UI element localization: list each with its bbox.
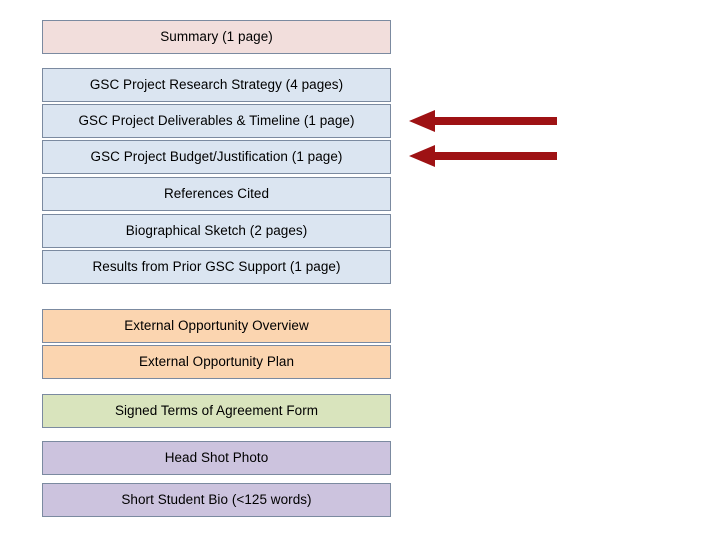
checklist-item-research-strategy[interactable]: GSC Project Research Strategy (4 pages) xyxy=(42,68,391,102)
checklist-item-label: GSC Project Budget/Justification (1 page… xyxy=(90,148,343,164)
arrow-to-deliverables-timeline-icon xyxy=(409,108,557,134)
checklist-item-label: Head Shot Photo xyxy=(164,449,269,465)
checklist-item-deliverables-timeline[interactable]: GSC Project Deliverables & Timeline (1 p… xyxy=(42,104,391,138)
arrow-to-budget-justification-icon xyxy=(409,143,557,169)
checklist-item-label: Signed Terms of Agreement Form xyxy=(114,402,319,418)
checklist-item-signed-terms-of-agreement[interactable]: Signed Terms of Agreement Form xyxy=(42,394,391,428)
checklist-item-references-cited[interactable]: References Cited xyxy=(42,177,391,211)
checklist-item-short-student-bio[interactable]: Short Student Bio (<125 words) xyxy=(42,483,391,517)
checklist-item-label: Short Student Bio (<125 words) xyxy=(121,491,312,507)
checklist-item-label: Biographical Sketch (2 pages) xyxy=(125,222,308,238)
checklist-item-label: GSC Project Deliverables & Timeline (1 p… xyxy=(78,112,355,128)
checklist-item-biographical-sketch[interactable]: Biographical Sketch (2 pages) xyxy=(42,214,391,248)
checklist-item-external-opportunity-overview[interactable]: External Opportunity Overview xyxy=(42,309,391,343)
checklist-item-head-shot-photo[interactable]: Head Shot Photo xyxy=(42,441,391,475)
checklist-item-label: Results from Prior GSC Support (1 page) xyxy=(92,258,341,274)
checklist-item-label: Summary (1 page) xyxy=(160,28,273,44)
checklist-item-summary[interactable]: Summary (1 page) xyxy=(42,20,391,54)
checklist-item-external-opportunity-plan[interactable]: External Opportunity Plan xyxy=(42,345,391,379)
checklist-item-label: External Opportunity Overview xyxy=(124,317,309,333)
checklist-item-results-prior-support[interactable]: Results from Prior GSC Support (1 page) xyxy=(42,250,391,284)
checklist-item-label: GSC Project Research Strategy (4 pages) xyxy=(89,76,344,92)
checklist-item-label: External Opportunity Plan xyxy=(138,353,295,369)
checklist-item-budget-justification[interactable]: GSC Project Budget/Justification (1 page… xyxy=(42,140,391,174)
checklist-item-label: References Cited xyxy=(163,185,270,201)
